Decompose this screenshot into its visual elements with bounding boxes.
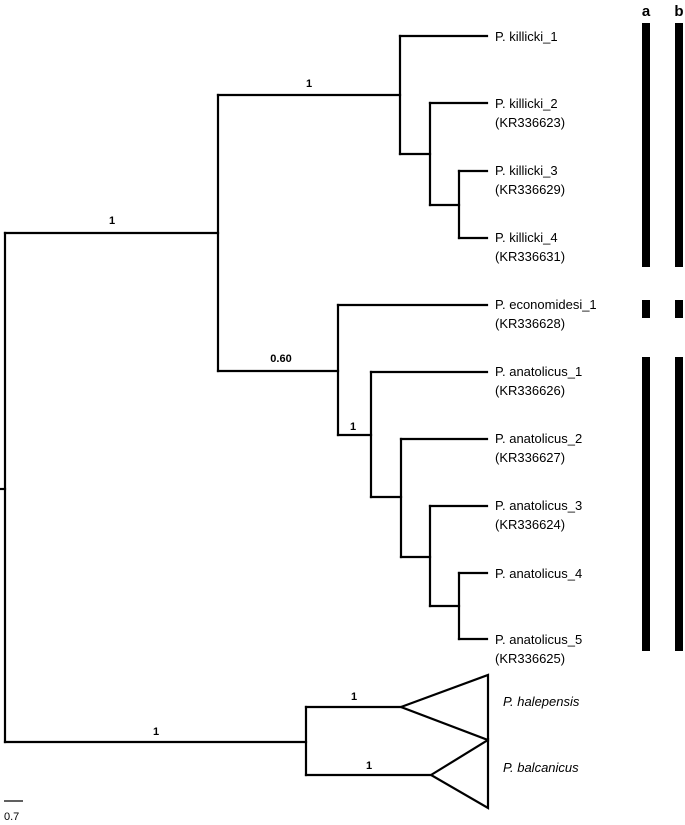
taxon-accession: (KR336624) (495, 517, 565, 532)
taxon-label: P. anatolicus_2 (495, 431, 582, 446)
taxon-label: P. killicki_1 (495, 29, 558, 44)
support-anatolicus: 1 (350, 421, 356, 433)
support-balcanicus: 1 (366, 760, 372, 772)
clade-label-balcanicus: P. balcanicus (503, 760, 579, 775)
clade-label-halepensis: P. halepensis (503, 694, 580, 709)
taxon-label: P. economidesi_1 (495, 297, 597, 312)
support-outgroup: 1 (153, 726, 159, 738)
column-header-a: a (642, 3, 651, 20)
clade-triangle-halepensis (397, 673, 490, 742)
scale-bar-label: 0.7 (4, 811, 19, 823)
taxon-accession: (KR336629) (495, 182, 565, 197)
delimitation-bar-b-economidesi (675, 300, 683, 318)
taxon-accession: (KR336628) (495, 316, 565, 331)
taxon-label: P. anatolicus_3 (495, 498, 582, 513)
delimitation-bar-a-anatolicus (642, 357, 650, 651)
taxon-label: P. killicki_3 (495, 163, 558, 178)
taxon-accession: (KR336631) (495, 249, 565, 264)
taxon-label: P. anatolicus_1 (495, 364, 582, 379)
support-root-main: 1 (109, 215, 115, 227)
taxon-accession: (KR336625) (495, 651, 565, 666)
support-killicki: 1 (306, 78, 312, 90)
taxon-label: P. killicki_2 (495, 96, 558, 111)
clade-triangle-balcanicus (428, 738, 490, 810)
taxon-accession: (KR336627) (495, 450, 565, 465)
delimitation-bar-b-anatolicus (675, 357, 683, 651)
taxon-accession: (KR336626) (495, 383, 565, 398)
delimitation-bar-a-killicki (642, 23, 650, 267)
support-econ-anat: 0.60 (270, 353, 291, 365)
taxon-accession: (KR336623) (495, 115, 565, 130)
delimitation-bar-a-economidesi (642, 300, 650, 318)
taxon-label: P. anatolicus_4 (495, 566, 582, 581)
taxon-label: P. anatolicus_5 (495, 632, 582, 647)
support-halepensis: 1 (351, 691, 357, 703)
column-header-b: b (674, 3, 683, 20)
delimitation-bar-b-killicki (675, 23, 683, 267)
taxon-label: P. killicki_4 (495, 230, 558, 245)
